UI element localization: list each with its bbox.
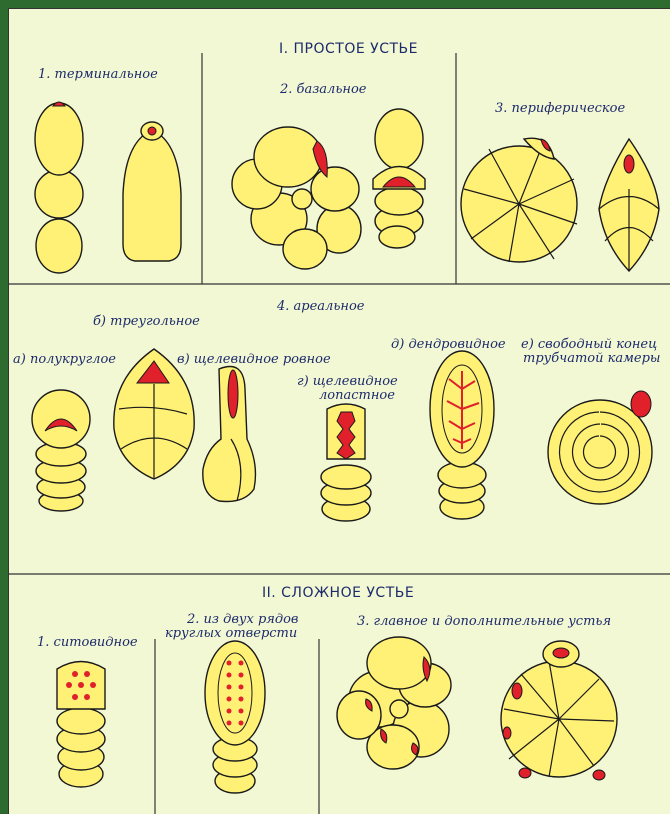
figure-panel: I. ПРОСТОЕ УСТЬЕ 1. терминальное 2. база…	[8, 8, 670, 814]
sieve-shell	[57, 662, 105, 788]
label-areal-e2: трубчатой камеры	[523, 351, 661, 366]
areal-d-shell	[430, 351, 494, 519]
label-areal-e1: е) свободный конец	[521, 337, 657, 352]
label-areal: 4. ареальное	[277, 299, 365, 314]
label-areal-a: а) полукруглое	[13, 352, 116, 367]
label-terminal: 1. терминальное	[38, 67, 158, 82]
areal-v-shell	[203, 367, 256, 502]
basal-shell-2	[373, 109, 425, 248]
section2-title: II. СЛОЖНОЕ УСТЬЕ	[262, 585, 414, 601]
terminal-shell-2	[123, 122, 181, 261]
label-sieve: 1. ситовидное	[37, 635, 138, 650]
basal-shell-1	[232, 127, 361, 269]
label-two-rows-1: 2. из двух рядов	[187, 612, 299, 627]
section1-title: I. ПРОСТОЕ УСТЬЕ	[279, 41, 418, 57]
label-main-extra: 3. главное и дополнительные устья	[357, 614, 611, 629]
label-areal-g2: лопастное	[319, 388, 395, 403]
main-supplementary-shell-1	[337, 637, 451, 769]
label-areal-v: в) щелевидное ровное	[177, 352, 331, 367]
label-areal-d: д) дендровидное	[391, 337, 506, 352]
main-supplementary-shell-2	[501, 641, 617, 780]
areal-b-shell	[114, 349, 194, 479]
label-areal-g1: г) щелевидное	[297, 374, 398, 389]
label-peripheral: 3. периферическое	[495, 101, 625, 116]
peripheral-shell-2	[599, 139, 659, 271]
label-areal-b: б) треугольное	[93, 314, 200, 329]
two-rows-shell	[205, 641, 265, 793]
areal-e-shell	[548, 391, 652, 504]
label-basal: 2. базальное	[280, 82, 367, 97]
terminal-shell-1	[35, 102, 83, 273]
peripheral-shell-1	[461, 138, 577, 262]
foraminifera-diagram	[9, 9, 670, 814]
areal-g-shell	[321, 404, 371, 521]
areal-a-shell	[32, 390, 90, 511]
label-two-rows-2: круглых отверсти	[165, 626, 297, 641]
